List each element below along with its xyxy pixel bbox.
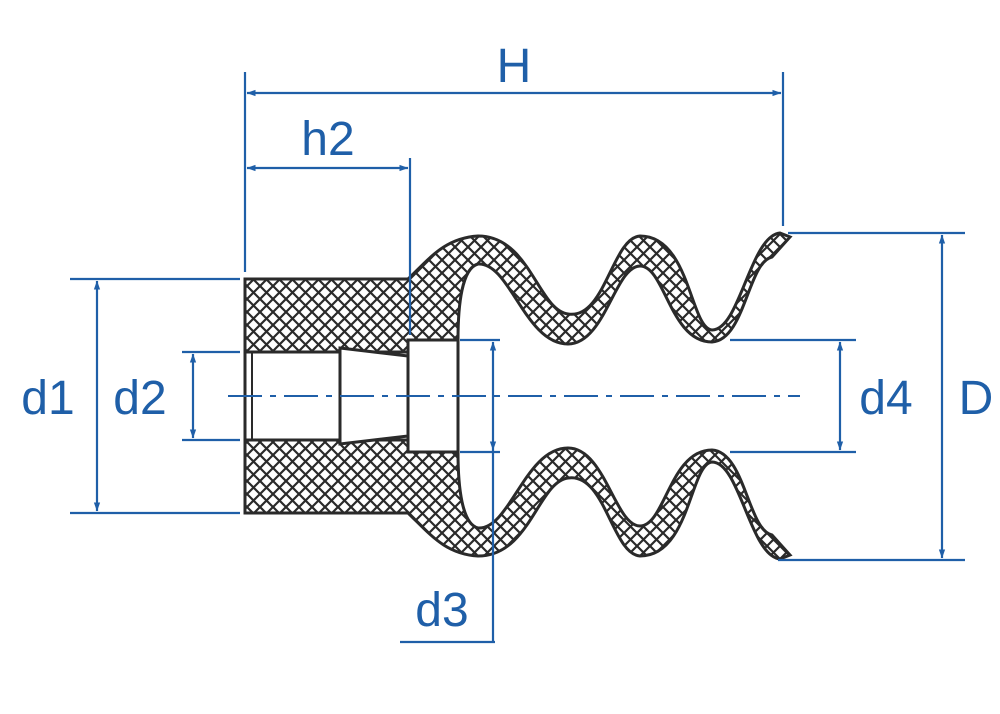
label-d1: d1	[21, 372, 74, 425]
label-d3: d3	[415, 584, 468, 637]
label-h2: h2	[301, 113, 354, 166]
upper-wall-section	[243, 231, 793, 354]
label-D: D	[959, 372, 994, 425]
dimension-lines	[70, 72, 965, 644]
lower-wall-section	[243, 438, 793, 561]
label-d4: d4	[859, 372, 912, 425]
label-H: H	[497, 40, 532, 93]
dimension-labels: H h2 d1 d2 d3 d4 D	[21, 40, 993, 637]
cup-section	[243, 231, 793, 561]
label-d2: d2	[113, 372, 166, 425]
